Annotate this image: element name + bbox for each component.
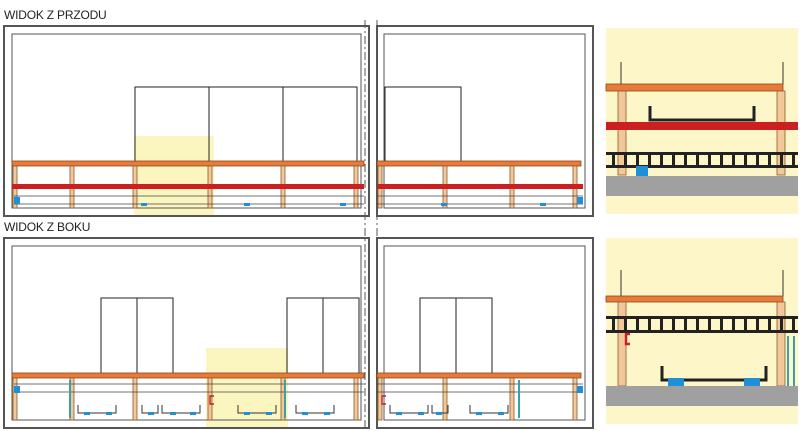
front-cable-tray-left bbox=[12, 184, 364, 189]
side-floor-beam-left bbox=[11, 372, 365, 379]
side-red-fittings bbox=[209, 395, 386, 405]
side-vertical-pipes bbox=[69, 380, 520, 418]
side-connectors bbox=[14, 386, 583, 415]
front-view-diagram bbox=[3, 25, 594, 217]
side-highlight-region bbox=[206, 348, 288, 428]
detail-bottom-floor-beam bbox=[605, 295, 784, 303]
detail-top-cable-tray bbox=[648, 106, 756, 122]
side-right-frame bbox=[376, 237, 594, 429]
side-cabinets bbox=[100, 297, 493, 375]
detail-bottom-cable-tray bbox=[660, 366, 768, 382]
detail-bottom-connector-right bbox=[744, 378, 760, 386]
detail-bottom-connector-left bbox=[668, 378, 684, 386]
front-floor-beam-left bbox=[11, 160, 365, 167]
front-left-frame bbox=[3, 25, 370, 217]
front-floor-beam-right bbox=[376, 160, 582, 167]
detail-top-post-left bbox=[617, 90, 627, 176]
front-connectors bbox=[14, 197, 583, 206]
detail-bottom bbox=[605, 238, 798, 424]
detail-top-connector bbox=[636, 166, 648, 176]
detail-top-ladder bbox=[606, 152, 798, 168]
detail-bottom-pipes bbox=[787, 336, 795, 386]
detail-bottom-ladder bbox=[606, 316, 798, 333]
front-highlight-region bbox=[134, 136, 214, 216]
detail-top-floor-beam bbox=[605, 83, 784, 92]
section-divider bbox=[364, 20, 378, 428]
detail-bottom-post-right bbox=[776, 301, 786, 387]
front-cable-tray-right bbox=[377, 184, 583, 189]
front-view-title: WIDOK Z PRZODU bbox=[4, 8, 107, 22]
detail-bottom-floor-slab bbox=[606, 386, 798, 406]
detail-top-red-tray bbox=[606, 122, 798, 130]
detail-top-floor-slab bbox=[606, 176, 798, 196]
side-view-title: WIDOK Z BOKU bbox=[4, 220, 91, 234]
detail-top-post-right bbox=[776, 90, 786, 176]
side-floor-beam-right bbox=[376, 372, 582, 379]
side-left-frame bbox=[3, 237, 370, 429]
detail-top bbox=[605, 28, 798, 214]
side-cable-trays bbox=[77, 405, 509, 414]
side-view-diagram bbox=[3, 237, 594, 429]
side-ladder-rail bbox=[14, 383, 583, 393]
front-ladder-rail bbox=[14, 195, 583, 205]
detail-bottom-red-fitting bbox=[624, 332, 630, 346]
